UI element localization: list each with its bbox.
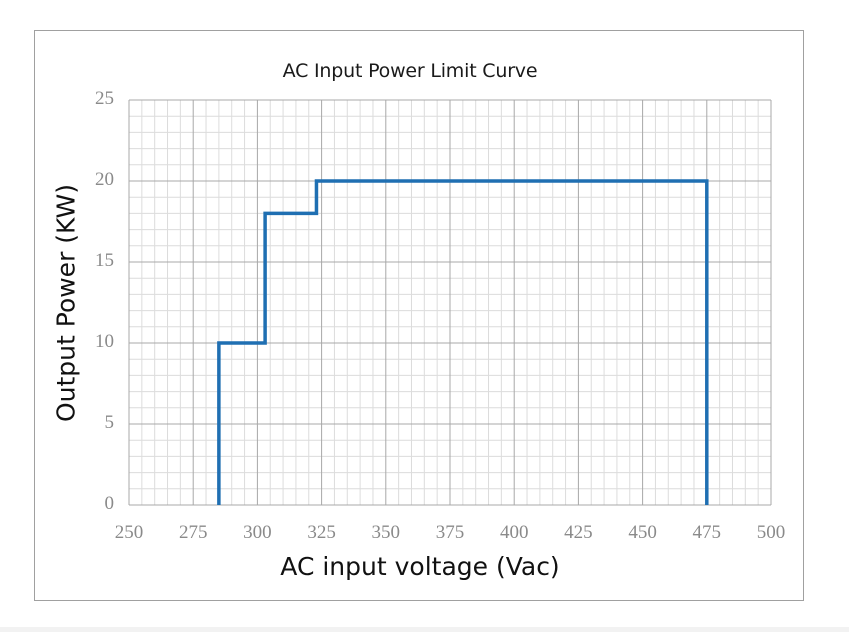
y-tick-label: 25: [95, 88, 114, 109]
y-tick-label: 0: [104, 493, 115, 514]
x-tick-label: 250: [114, 522, 144, 543]
x-tick-label: 425: [564, 522, 593, 543]
x-tick-label: 375: [435, 522, 465, 543]
grid-lines: [128, 99, 772, 506]
y-tick-label: 20: [95, 169, 114, 190]
chart-frame: [34, 30, 804, 601]
x-tick-label: 275: [178, 522, 208, 543]
x-tick-label: 350: [371, 522, 401, 543]
x-tick-label: 450: [628, 522, 657, 543]
x-axis-label: AC input voltage (Vac): [280, 552, 560, 581]
chart-title: AC Input Power Limit Curve: [282, 60, 538, 82]
data-series: [217, 179, 709, 505]
x-tick-label: 325: [307, 522, 336, 543]
x-tick-label: 500: [756, 522, 786, 543]
page-bottom-band: [0, 627, 849, 632]
x-tick-label: 400: [499, 522, 529, 543]
y-tick-label: 15: [95, 250, 114, 271]
y-tick-label: 10: [95, 331, 114, 352]
y-tick-label: 5: [104, 412, 115, 433]
power-limit-line: [217, 179, 709, 505]
x-tick-label: 300: [243, 522, 272, 543]
x-tick-label: 475: [692, 522, 722, 543]
